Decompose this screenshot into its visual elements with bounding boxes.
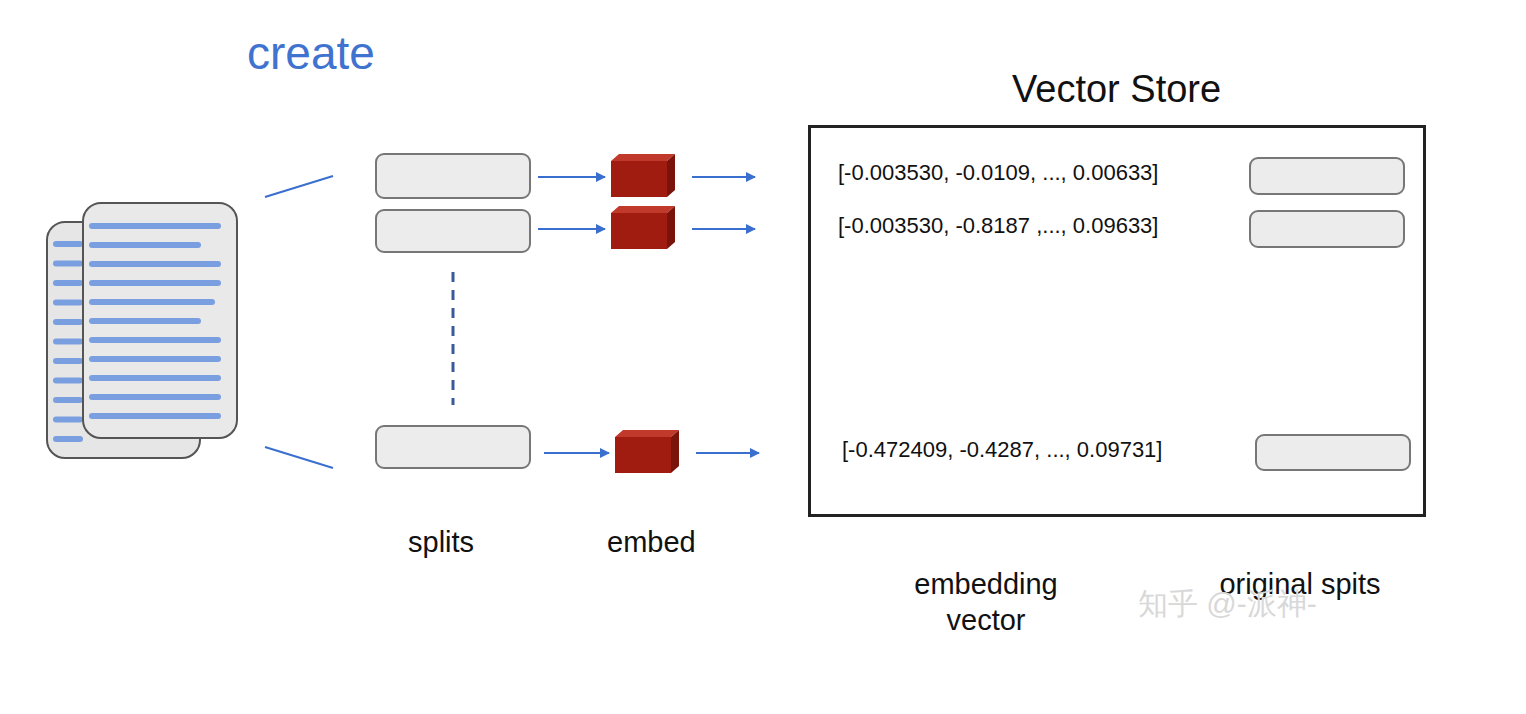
embedding-vector-text: [-0.003530, -0.0109, ..., 0.00633]	[838, 160, 1158, 186]
store-heading: Vector Store	[1012, 68, 1221, 111]
embed-cube	[615, 430, 679, 473]
fan-line	[265, 447, 333, 468]
original-split-box	[1250, 211, 1404, 247]
original-split-box	[1256, 435, 1410, 470]
arrow	[692, 228, 755, 230]
embedding-vector-text: [-0.472409, -0.4287, ..., 0.09731]	[842, 437, 1162, 463]
ellipsis-line	[452, 272, 455, 405]
split-box	[376, 426, 530, 468]
column-label: embed	[607, 526, 696, 559]
fan-line	[265, 176, 333, 197]
split-box	[376, 210, 530, 252]
split-box	[376, 154, 530, 198]
watermark: 知乎 @-派神-	[1138, 584, 1317, 625]
embed-cube	[611, 206, 675, 249]
arrow	[692, 176, 755, 178]
arrow	[544, 452, 609, 454]
column-label: splits	[408, 526, 474, 559]
original-split-box	[1250, 158, 1404, 194]
arrow	[538, 176, 605, 178]
document-icon	[47, 203, 237, 458]
diagram-title: create	[247, 26, 375, 80]
arrow	[538, 228, 605, 230]
embedding-vector-text: [-0.003530, -0.8187 ,..., 0.09633]	[838, 213, 1158, 239]
arrow	[696, 452, 759, 454]
embed-cube	[611, 154, 675, 197]
column-label: embedding vector	[886, 566, 1086, 639]
